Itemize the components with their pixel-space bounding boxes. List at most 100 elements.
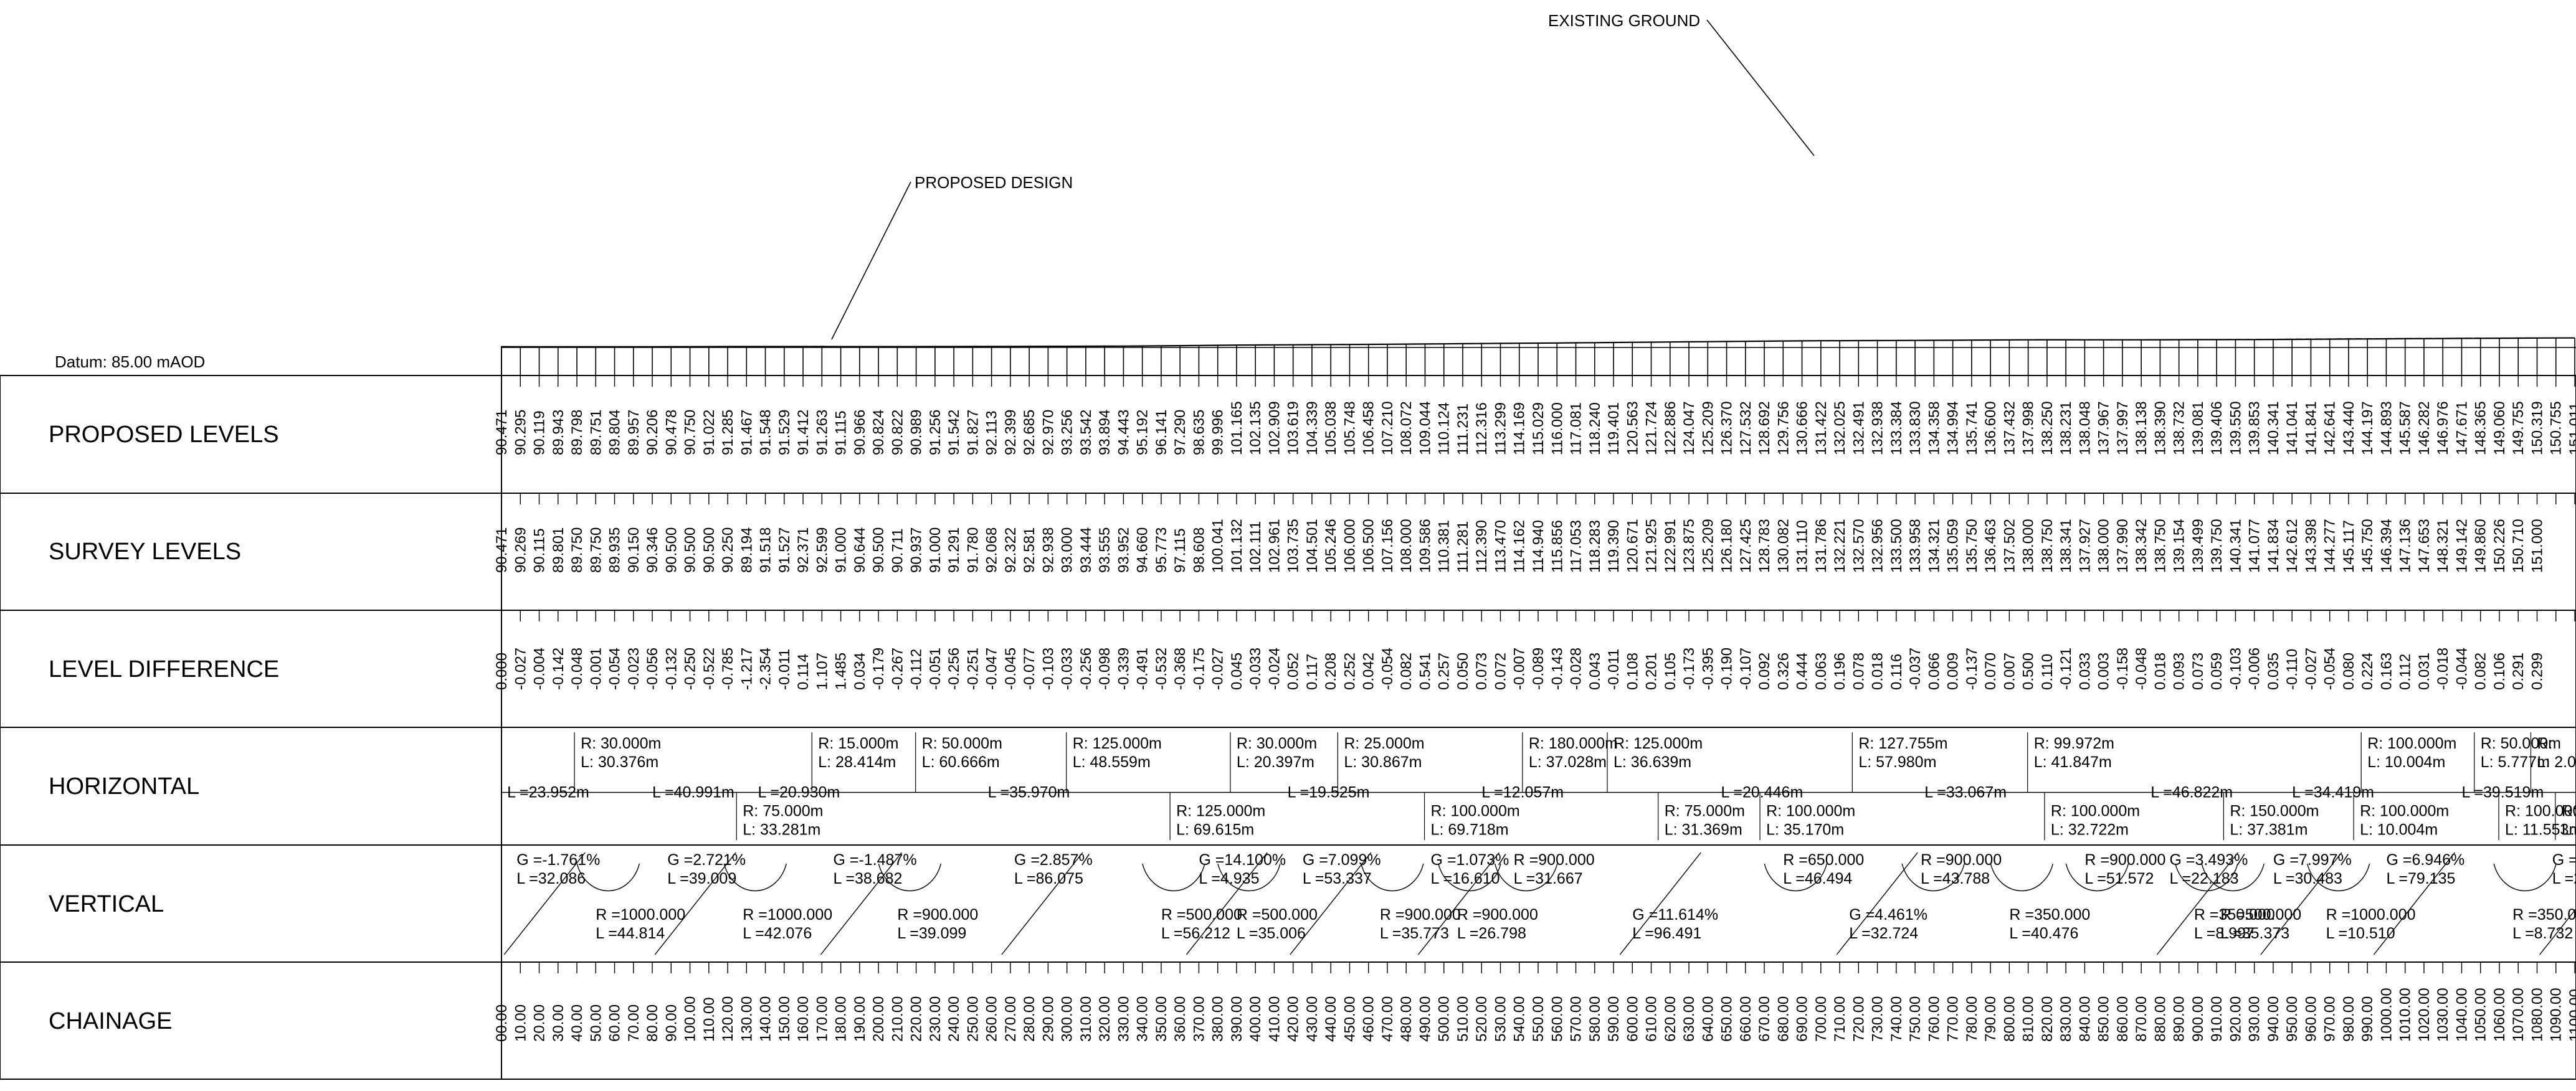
proposed-level-value: 90.471: [493, 410, 510, 455]
survey-level-value: 131.110: [1794, 520, 1811, 573]
survey-level-value: 90.644: [852, 527, 868, 573]
level-difference-value: 0.031: [2416, 653, 2433, 690]
vertical-length: L =56.212: [1161, 925, 1230, 942]
level-difference-value: 0.042: [1361, 653, 1377, 690]
survey-level-value: 122.991: [1662, 519, 1679, 573]
survey-level-value: 131.786: [1813, 519, 1830, 573]
proposed-level-value: 97.290: [1172, 410, 1189, 455]
proposed-level-value: 118.240: [1587, 402, 1604, 455]
level-difference-value: 0.114: [795, 654, 812, 690]
survey-level-value: 92.371: [795, 527, 812, 573]
vertical-param: G =1.073%: [1431, 851, 1509, 869]
survey-level-value: 113.470: [1492, 520, 1509, 573]
vertical-length: L =40.476: [2009, 925, 2078, 942]
vertical-length: L =51.572: [2084, 870, 2154, 887]
horizontal-length: L: 20.397m: [1237, 753, 1314, 771]
survey-level-value: 91.000: [927, 527, 944, 573]
vertical-length: L =31.667: [1514, 870, 1583, 887]
chainage-value: 700.00: [1813, 996, 1830, 1042]
proposed-level-value: 126.370: [1719, 401, 1736, 455]
horizontal-radius: R: 99.972m: [2034, 735, 2114, 752]
grade-line: [2260, 852, 2342, 955]
level-difference-value: -0.048: [2133, 648, 2150, 690]
proposed-level-value: 138.250: [2039, 401, 2056, 455]
level-difference-value: -0.112: [908, 649, 925, 690]
vertical-curve-arc: [878, 863, 942, 892]
proposed-level-value: 104.339: [1304, 401, 1321, 455]
chainage-value: 980.00: [2341, 996, 2357, 1042]
proposed-design-leader: [831, 181, 911, 340]
vertical-length: L =44.814: [596, 925, 665, 942]
level-difference-value: 0.070: [1982, 653, 1999, 690]
survey-level-value: 100.041: [1210, 519, 1227, 573]
chainage-value: 190.00: [852, 996, 868, 1042]
row-title-horizontal: HORIZONTAL: [49, 773, 199, 800]
chainage-value: 1020.00: [2416, 988, 2433, 1042]
survey-level-value: 128.783: [1756, 519, 1773, 573]
vertical-param: R =1000.000: [743, 906, 832, 923]
proposed-level-value: 137.432: [2001, 401, 2018, 455]
level-difference-value: -0.033: [1059, 648, 1076, 690]
level-difference-value: 0.106: [2491, 653, 2508, 690]
chainage-value: 280.00: [1021, 996, 1038, 1042]
proposed-level-value: 134.358: [1926, 401, 1942, 455]
horizontal-radius: R: 15.000m: [818, 735, 898, 752]
survey-level-value: 92.068: [984, 527, 1000, 573]
survey-level-value: 147.653: [2416, 519, 2433, 573]
chainage-value: 60.00: [607, 1004, 624, 1042]
level-difference-value: -0.001: [587, 648, 604, 690]
survey-level-value: 89.801: [550, 527, 567, 573]
level-difference-value: -0.048: [569, 648, 586, 690]
vertical-length: L =8.732: [2512, 925, 2573, 942]
survey-level-value: 97.115: [1172, 528, 1189, 573]
proposed-level-value: 112.316: [1473, 402, 1490, 455]
chainage-value: 340.00: [1134, 996, 1151, 1042]
proposed-level-value: 135.741: [1964, 401, 1980, 455]
survey-level-value: 93.555: [1096, 527, 1113, 573]
survey-level-value: 90.269: [512, 527, 529, 573]
proposed-level-value: 109.044: [1417, 401, 1433, 455]
chainage-value: 110.00: [701, 997, 718, 1042]
chainage-value: 480.00: [1398, 996, 1415, 1042]
table-outline: [0, 375, 2576, 1080]
proposed-level-value: 107.210: [1379, 401, 1396, 455]
horizontal-radius: R: 50.000m: [922, 735, 1002, 752]
level-difference-value: 0.252: [1341, 653, 1358, 690]
chainage-value: 950.00: [2284, 996, 2301, 1042]
level-difference-value: -0.011: [1605, 649, 1622, 690]
proposed-level-value: 90.966: [852, 410, 868, 455]
level-difference-value: -0.132: [663, 648, 680, 690]
grade-line: [2156, 852, 2239, 955]
survey-level-value: 102.111: [1247, 521, 1264, 573]
level-difference-value: 0.105: [1662, 653, 1679, 690]
vertical-length: L =32.724: [1849, 925, 1918, 942]
proposed-level-value: 90.822: [889, 410, 906, 455]
survey-level-value: 148.321: [2435, 519, 2451, 573]
vertical-curve-arc: [2493, 863, 2557, 892]
proposed-level-value: 139.853: [2246, 401, 2263, 455]
level-difference-value: -0.054: [2322, 648, 2339, 690]
proposed-level-value: 131.422: [1813, 401, 1830, 455]
vertical-param: R =350.000: [2194, 906, 2275, 923]
proposed-level-value: 139.406: [2208, 401, 2225, 455]
proposed-level-value: 146.976: [2435, 401, 2451, 455]
survey-level-value: 90.711: [889, 528, 906, 573]
vertical-length: L =30.483: [2273, 870, 2342, 887]
horizontal-length: L: 32.722m: [2051, 821, 2129, 839]
chainage-value: 840.00: [2076, 996, 2093, 1042]
survey-level-value: 126.180: [1719, 519, 1736, 573]
proposed-level-value: 147.671: [2453, 401, 2470, 455]
chainage-value: 550.00: [1530, 996, 1547, 1042]
chainage-value: 1090.00: [2548, 988, 2565, 1042]
chainage-value: 1010.00: [2397, 988, 2414, 1042]
chainage-value: 610.00: [1643, 996, 1660, 1042]
chainage-value: 300.00: [1059, 996, 1076, 1042]
survey-level-value: 105.246: [1323, 519, 1339, 573]
horizontal-length: L: 35.170m: [1766, 821, 1844, 839]
horizontal-radius: R: 30.000m: [1237, 735, 1317, 752]
proposed-level-value: 92.970: [1040, 410, 1057, 455]
chainage-value: 210.00: [889, 996, 906, 1042]
proposed-level-value: 117.081: [1568, 402, 1585, 455]
survey-level-value: 133.958: [1907, 519, 1924, 573]
